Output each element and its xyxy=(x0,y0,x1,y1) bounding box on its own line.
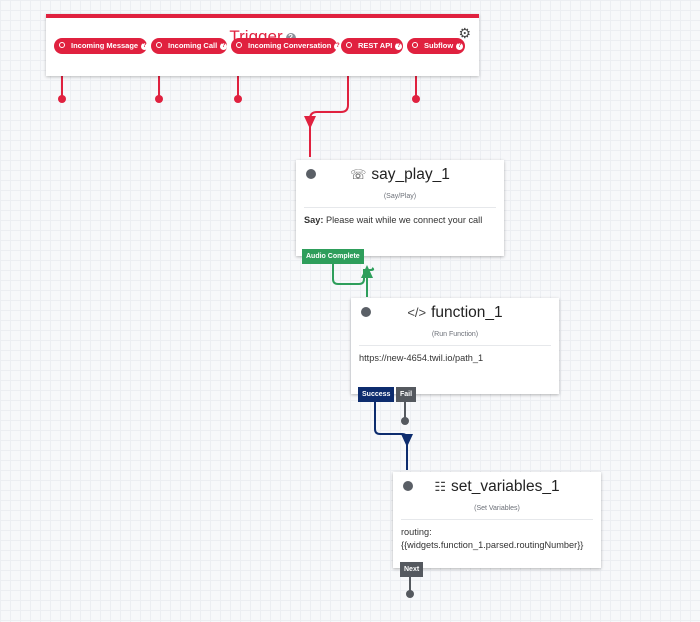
divider xyxy=(401,519,593,520)
trigger-pill-incoming-message[interactable]: Incoming Message? xyxy=(54,38,149,54)
widget-title: </> function_1 xyxy=(351,304,559,322)
pill-label: Incoming Conversation xyxy=(248,41,332,50)
trigger-pill-incoming-call[interactable]: Incoming Call? xyxy=(151,38,228,54)
radio-icon xyxy=(156,42,162,48)
say-text: Please wait while we connect your call xyxy=(325,215,483,225)
transition-fail[interactable]: Fail xyxy=(396,387,417,402)
input-port[interactable] xyxy=(361,307,371,317)
arrow-to-set-variables xyxy=(401,434,413,447)
function-url: https://new-4654.twil.io/path_1 xyxy=(359,353,484,363)
pill-label: Incoming Call xyxy=(168,41,218,50)
gear-icon[interactable]: ⚙ xyxy=(458,25,471,41)
input-port[interactable] xyxy=(306,169,316,179)
code-icon: </> xyxy=(407,305,427,320)
radio-icon xyxy=(59,42,65,48)
widget-name: function_1 xyxy=(431,304,503,321)
trigger-pill-incoming-conversation[interactable]: Incoming Conversation? xyxy=(231,38,342,54)
help-icon[interactable]: ? xyxy=(395,42,403,50)
divider xyxy=(359,345,551,346)
transition-success[interactable]: Success xyxy=(358,387,395,402)
arrow-to-function xyxy=(361,265,373,278)
endpoint-fail xyxy=(401,417,409,425)
say-label: Say: xyxy=(304,215,324,225)
help-icon[interactable]: ? xyxy=(285,32,296,43)
widget-title: ☏ say_play_1 xyxy=(296,166,504,184)
radio-icon xyxy=(236,42,242,48)
wire-success-to-set-variables xyxy=(374,402,408,470)
transition-next[interactable]: Next xyxy=(400,562,424,577)
widget-body: routing: {{widgets.function_1.parsed.rou… xyxy=(401,526,597,552)
endpoint-subflow xyxy=(412,95,420,103)
set-variables-widget[interactable]: ☷ set_variables_1 (Set Variables) routing… xyxy=(393,472,601,568)
widget-type: (Run Function) xyxy=(431,331,479,338)
pill-label: REST API xyxy=(358,41,393,50)
radio-icon xyxy=(412,42,418,48)
widget-body: Say: Please wait while we connect your c… xyxy=(304,214,500,227)
pill-label: Incoming Message xyxy=(71,41,139,50)
radio-icon xyxy=(346,42,352,48)
help-icon[interactable]: ? xyxy=(456,42,464,50)
help-icon[interactable]: ? xyxy=(220,42,228,50)
endpoint-incoming-message xyxy=(58,95,66,103)
widget-type: (Set Variables) xyxy=(474,505,520,512)
pill-label: Subflow xyxy=(424,41,454,50)
help-icon[interactable]: ? xyxy=(334,42,342,50)
divider xyxy=(304,207,496,208)
variables-icon: ☷ xyxy=(434,479,447,494)
endpoint-next xyxy=(406,590,414,598)
variable-value: {{widgets.function_1.parsed.routingNumbe… xyxy=(401,540,584,550)
input-port[interactable] xyxy=(403,481,413,491)
widget-name: say_play_1 xyxy=(371,166,450,183)
variable-key: routing: xyxy=(401,527,432,537)
help-icon[interactable]: ? xyxy=(141,42,149,50)
function-widget[interactable]: </> function_1 (Run Function) https://new… xyxy=(351,298,559,394)
phone-icon: ☏ xyxy=(350,167,367,182)
widget-type: (Say/Play) xyxy=(383,193,417,200)
endpoint-incoming-call xyxy=(155,95,163,103)
trigger-pill-subflow[interactable]: Subflow? xyxy=(407,38,465,54)
endpoint-incoming-conversation xyxy=(234,95,242,103)
say-play-widget[interactable]: ☏ say_play_1 (Say/Play) Say: Please wait … xyxy=(296,160,504,256)
arrow-to-say-play xyxy=(304,116,316,129)
trigger-pill-rest-api[interactable]: REST API? xyxy=(341,38,403,54)
widget-title: ☷ set_variables_1 xyxy=(393,478,601,496)
widget-name: set_variables_1 xyxy=(451,478,560,495)
wire-audio-complete-to-function xyxy=(332,264,375,285)
transition-audio-complete[interactable]: Audio Complete xyxy=(302,249,364,264)
